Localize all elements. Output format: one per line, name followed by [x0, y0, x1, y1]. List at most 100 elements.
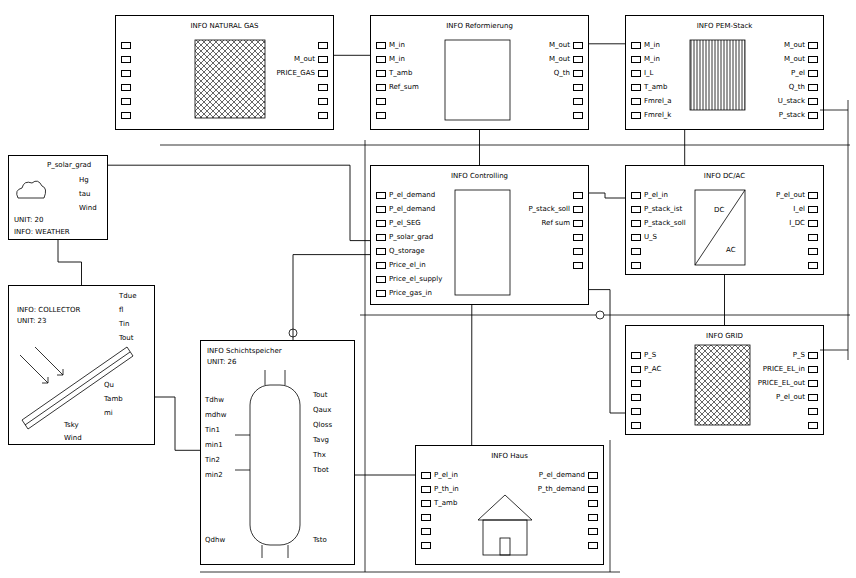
port-terminal: [808, 220, 818, 227]
port-label: P_el: [791, 69, 805, 77]
component-box: M_inM_inT_ambRef_sumM_outM_outQ_thINFO R…: [370, 15, 589, 130]
port-terminal: [376, 248, 386, 255]
port-row: M_in: [373, 38, 419, 52]
port-terminal: [808, 262, 818, 269]
port-label: Fmrel_k: [644, 111, 671, 119]
port-terminal: [121, 42, 131, 49]
port-terminal: [318, 112, 328, 119]
port-terminal: [318, 56, 328, 63]
port-row: [118, 66, 134, 80]
port-label: Tout: [313, 391, 328, 399]
cloud-icon: [17, 181, 46, 198]
port-label: M_in: [644, 55, 660, 63]
port-label: Fmrel_a: [644, 97, 672, 105]
port-label: M_in: [389, 41, 405, 49]
port-label: Wind: [64, 434, 82, 442]
port-label: min1: [205, 441, 223, 449]
port-terminal: [573, 112, 583, 119]
port-row: [549, 94, 586, 108]
port-label: Tin: [119, 320, 129, 328]
port-label: M_out: [294, 55, 315, 63]
port-label: Qu: [104, 381, 114, 389]
controller-icon: [455, 190, 510, 295]
block-title: INFO NATURAL GAS: [116, 22, 333, 30]
port-label: Tin1: [205, 426, 220, 434]
port-terminal: [588, 486, 598, 493]
port-terminal: [808, 394, 818, 401]
port-label: Q_storage: [389, 247, 425, 255]
wire: [160, 100, 850, 572]
port-terminal: [631, 408, 641, 415]
port-label: Hg: [79, 176, 89, 184]
port-row: T_amb: [628, 80, 672, 94]
port-row: M_in: [373, 52, 419, 66]
port-terminal: [631, 352, 641, 359]
port-terminal: [631, 220, 641, 227]
port-label: Tamb: [104, 395, 123, 403]
port-terminal: [121, 98, 131, 105]
port-terminal: [121, 112, 131, 119]
port-label: mdhw: [205, 411, 226, 419]
port-row: [538, 524, 601, 538]
input-column: [118, 38, 134, 122]
storage-tank-icon: [235, 370, 300, 558]
port-row: P_el_in: [418, 468, 459, 482]
port-label: UNIT: 20: [14, 216, 43, 224]
component-box: INFO: COLLECTORUNIT: 23TdueflTinToutQuTa…: [8, 285, 155, 445]
component-box: P_SP_ACP_SPRICE_EL_inPRICE_EL_outP_el_ou…: [625, 325, 824, 435]
port-terminal: [588, 472, 598, 479]
block-title: INFO PEM-Stack: [626, 22, 823, 30]
port-row: [628, 418, 661, 432]
input-column: P_el_demandP_el_demandP_el_SEGP_solar_gr…: [373, 188, 442, 300]
port-terminal: [376, 234, 386, 241]
output-column: P_el_outI_elI_DC: [776, 188, 821, 272]
port-label: T_amb: [434, 499, 457, 507]
port-row: P_el_out: [758, 390, 821, 404]
port-row: [276, 94, 331, 108]
output-column: M_outPRICE_GAS: [276, 38, 331, 122]
output-column: M_outM_outQ_th: [549, 38, 586, 122]
port-row: Q_storage: [373, 244, 442, 258]
inverter-diagonal: [695, 190, 745, 265]
port-label: P_el_demand: [389, 205, 435, 213]
port-terminal: [573, 56, 583, 63]
port-row: P_stack_ist: [628, 202, 686, 216]
port-row: P_S: [758, 348, 821, 362]
port-row: Price_el_supply: [373, 272, 442, 286]
block-title: P_solar_grad: [47, 161, 91, 169]
port-label: P_S: [644, 351, 656, 359]
port-row: M_in: [628, 38, 672, 52]
port-terminal: [573, 248, 583, 255]
port-terminal: [631, 206, 641, 213]
port-label: Tout: [119, 334, 134, 342]
port-terminal: [121, 56, 131, 63]
port-row: [538, 510, 601, 524]
port-terminal: [808, 70, 818, 77]
port-label: P_th_in: [434, 485, 459, 493]
port-terminal: [376, 98, 386, 105]
reformer-icon: [445, 40, 510, 120]
port-terminal: [808, 112, 818, 119]
port-terminal: [421, 528, 431, 535]
port-terminal: [631, 70, 641, 77]
port-row: [418, 538, 459, 552]
port-label: P_el_SEG: [389, 219, 421, 227]
port-row: [276, 108, 331, 122]
port-label: AC: [726, 246, 736, 254]
port-terminal: [631, 262, 641, 269]
port-terminal: [631, 366, 641, 373]
port-label: Price_gas_in: [389, 289, 432, 297]
port-row: [118, 38, 134, 52]
port-terminal: [631, 56, 641, 63]
port-terminal: [631, 98, 641, 105]
input-column: M_inM_inT_ambRef_sum: [373, 38, 419, 122]
port-terminal: [318, 42, 328, 49]
port-label: P_stack_soll: [644, 219, 686, 227]
port-terminal: [121, 84, 131, 91]
port-label: M_out: [784, 41, 805, 49]
component-box: INFO SchichtspeicherUNIT: 26TdhwmdhwTin1…: [200, 340, 355, 565]
port-row: [549, 80, 586, 94]
port-row: P_el: [778, 66, 821, 80]
port-row: [628, 390, 661, 404]
port-row: P_el_demand: [538, 468, 601, 482]
